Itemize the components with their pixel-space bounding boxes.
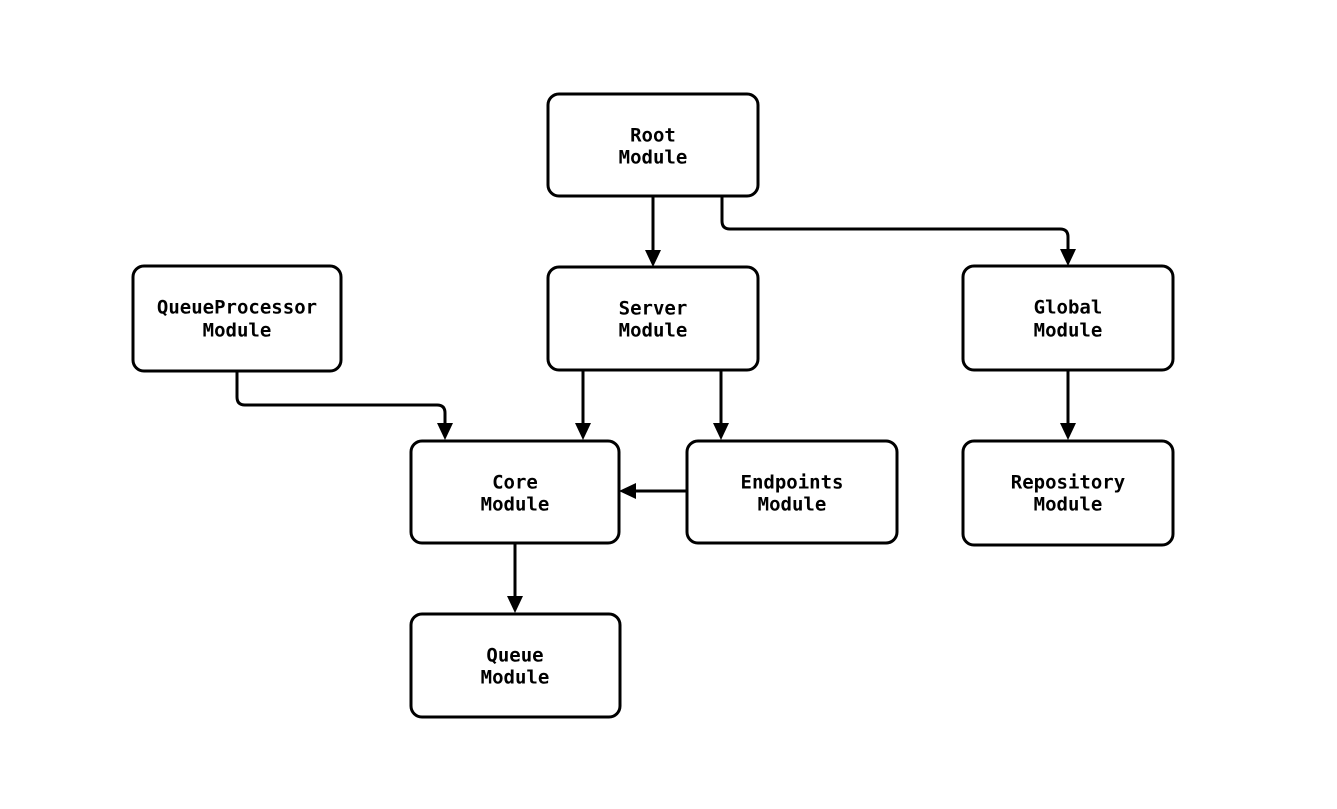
node-label-line1: Endpoints (741, 472, 844, 494)
node-endpoints-module[interactable]: Endpoints Module (685, 439, 899, 545)
node-box[interactable] (409, 612, 622, 719)
edge-core-to-queue (507, 543, 523, 613)
node-box[interactable] (546, 265, 760, 372)
node-label-line2: Module (1034, 494, 1103, 516)
node-box[interactable] (546, 92, 760, 198)
edge-root-to-server (645, 196, 661, 267)
node-label-line2: Module (481, 494, 550, 516)
node-root-module[interactable]: Root Module (546, 92, 760, 198)
arrow-head (713, 423, 729, 440)
node-label-line2: Module (481, 667, 550, 689)
node-box[interactable] (131, 264, 343, 373)
node-label-line1: Server (619, 298, 688, 320)
node-server-module[interactable]: Server Module (546, 265, 760, 372)
edge-queueprocessor-to-core (235, 371, 453, 440)
node-label-line1: Root (630, 125, 676, 147)
arrow-head (1060, 423, 1076, 440)
node-queue-module[interactable]: Queue Module (409, 612, 622, 719)
node-label-line1: Repository (1011, 472, 1125, 494)
arrow-head (619, 483, 636, 499)
arrow-head (437, 423, 453, 440)
node-label-line1: Global (1034, 297, 1103, 319)
edge-global-to-repository (1060, 370, 1076, 440)
edge-server-to-core (575, 370, 591, 440)
edge-line (720, 196, 1070, 254)
node-box[interactable] (961, 264, 1175, 372)
node-box[interactable] (685, 439, 899, 545)
node-label-line2: Module (758, 494, 827, 516)
node-label-line2: Module (203, 320, 272, 342)
edge-server-to-endpoints (713, 370, 729, 440)
edge-endpoints-to-core (619, 483, 687, 499)
node-label-line1: QueueProcessor (157, 297, 317, 319)
node-core-module[interactable]: Core Module (409, 439, 621, 545)
arrow-head (575, 423, 591, 440)
node-label-line2: Module (1034, 320, 1103, 342)
node-label-line2: Module (619, 320, 688, 342)
node-label-line1: Core (492, 472, 538, 494)
edge-line (235, 371, 447, 428)
edge-root-to-global (720, 196, 1076, 266)
node-box[interactable] (961, 439, 1175, 547)
node-label-line1: Queue (486, 645, 543, 667)
arrow-head (507, 596, 523, 613)
arrow-head (645, 250, 661, 267)
node-repository-module[interactable]: Repository Module (961, 439, 1175, 547)
node-global-module[interactable]: Global Module (961, 264, 1175, 372)
node-queueprocessor-module[interactable]: QueueProcessor Module (131, 264, 343, 373)
node-label-line2: Module (619, 147, 688, 169)
arrow-head (1060, 249, 1076, 266)
node-box[interactable] (409, 439, 621, 545)
